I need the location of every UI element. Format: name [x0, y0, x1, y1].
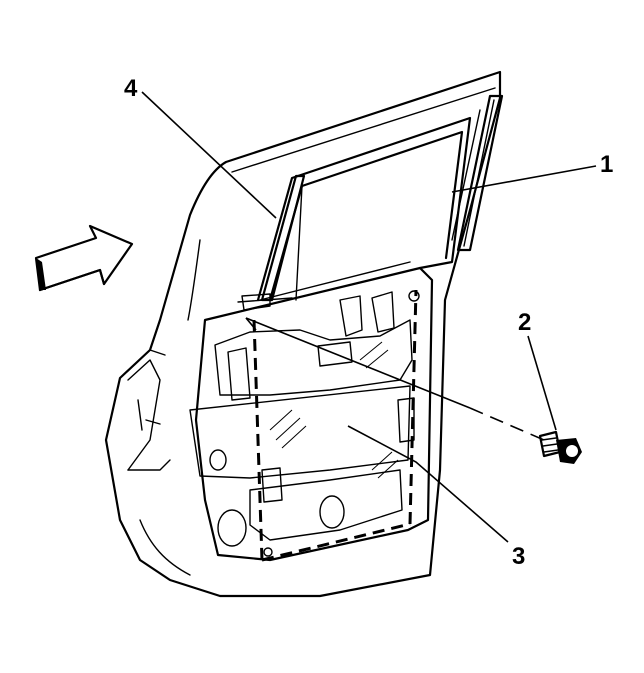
hidden-glass-outline	[252, 289, 418, 562]
leader-line-2	[527, 335, 557, 431]
leader-line-4	[141, 91, 277, 219]
leader-lines	[141, 91, 597, 543]
leader-line-1	[451, 165, 597, 193]
door-inner-panel	[189, 266, 434, 562]
front-window-channel-seal	[241, 174, 306, 311]
door-outer-shell	[104, 70, 502, 598]
callout-3: 3	[512, 543, 525, 570]
leader-line-bolt	[245, 317, 471, 409]
door-bolt-fastener	[538, 430, 582, 464]
callout-1: 1	[600, 151, 613, 178]
callout-4: 4	[124, 75, 138, 102]
door-weatherstrip	[451, 94, 504, 252]
forward-direction-arrow-icon	[34, 224, 134, 292]
leader-line-3	[347, 425, 509, 543]
leader-line-bolt-dashed	[469, 407, 545, 441]
callout-2: 2	[518, 309, 531, 336]
